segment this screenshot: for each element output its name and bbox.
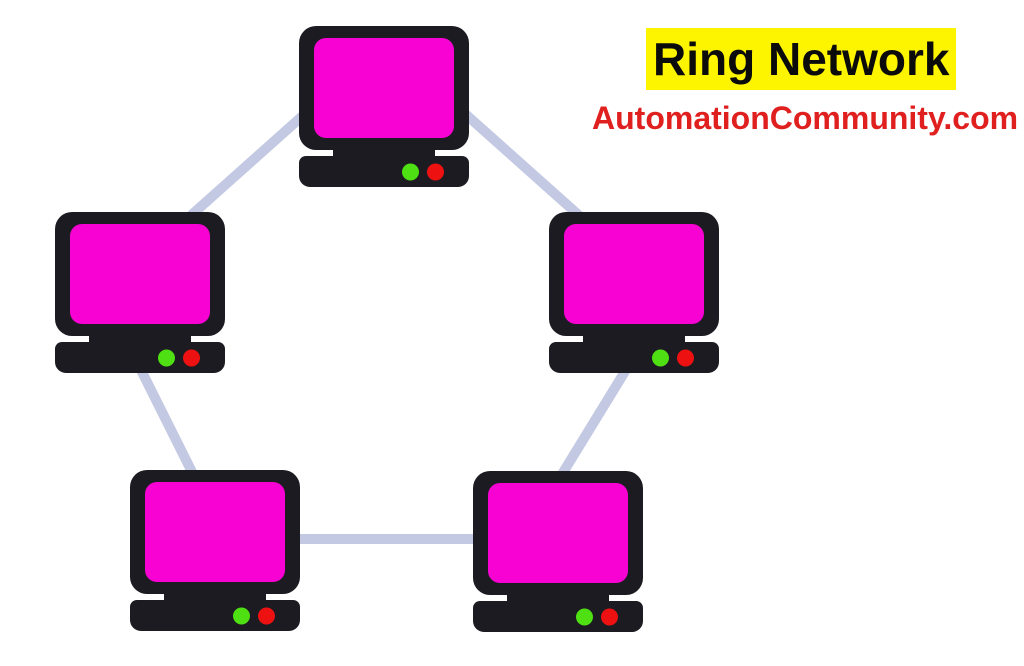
led-green-icon bbox=[576, 608, 593, 625]
led-red-icon bbox=[601, 608, 618, 625]
led-red-icon bbox=[258, 607, 275, 624]
computer-bottom-left-icon bbox=[130, 470, 300, 631]
network-cable-computer-left-to-computer-bottom-left bbox=[131, 357, 203, 487]
led-green-icon bbox=[233, 607, 250, 624]
monitor-screen bbox=[314, 38, 454, 138]
monitor-screen bbox=[145, 482, 285, 582]
computer-top-icon bbox=[299, 26, 469, 187]
led-green-icon bbox=[402, 163, 419, 180]
monitor-frame bbox=[130, 470, 300, 594]
computer-base bbox=[549, 342, 719, 373]
computer-left-icon bbox=[55, 212, 225, 373]
diagram-title: Ring Network bbox=[646, 28, 957, 90]
led-green-icon bbox=[158, 349, 175, 366]
computer-bottom-right-icon bbox=[473, 471, 643, 632]
computer-base bbox=[299, 156, 469, 187]
monitor-screen bbox=[564, 224, 704, 324]
led-red-icon bbox=[677, 349, 694, 366]
monitor-frame bbox=[55, 212, 225, 336]
monitor-frame bbox=[299, 26, 469, 150]
computer-right-icon bbox=[549, 212, 719, 373]
led-green-icon bbox=[652, 349, 669, 366]
monitor-screen bbox=[488, 483, 628, 583]
computer-base bbox=[55, 342, 225, 373]
led-red-icon bbox=[183, 349, 200, 366]
computer-base bbox=[473, 601, 643, 632]
network-cable-computer-right-to-computer-bottom-right bbox=[551, 357, 637, 487]
monitor-frame bbox=[549, 212, 719, 336]
brand-watermark: AutomationCommunity.com bbox=[592, 100, 1019, 136]
monitor-screen bbox=[70, 224, 210, 324]
led-red-icon bbox=[427, 163, 444, 180]
monitor-frame bbox=[473, 471, 643, 595]
computer-base bbox=[130, 600, 300, 631]
